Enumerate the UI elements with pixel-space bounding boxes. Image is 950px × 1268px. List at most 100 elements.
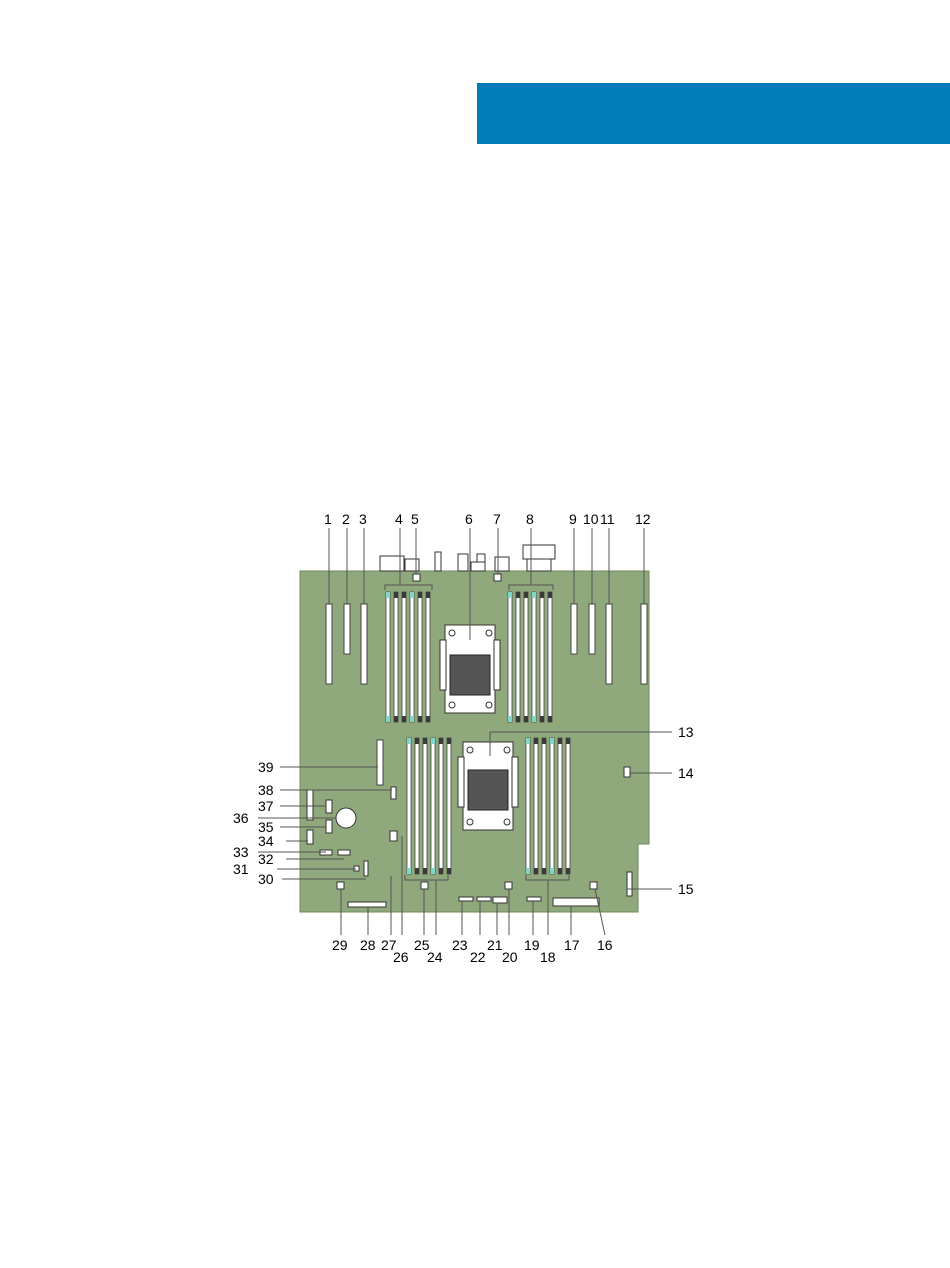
dimm-latch	[415, 868, 419, 874]
callout-35: 35	[258, 819, 274, 835]
fan-connector-5	[413, 574, 420, 581]
dimm-latch	[418, 716, 422, 722]
dimm-slot	[532, 592, 536, 722]
callout-39: 39	[258, 759, 274, 775]
fan-connector-7	[494, 574, 501, 581]
callout-2: 2	[342, 511, 350, 527]
slot-1	[326, 604, 332, 684]
dimm-slot	[394, 592, 398, 722]
callout-30: 30	[258, 871, 274, 887]
dimm-slot	[402, 592, 406, 722]
callout-21: 21	[487, 937, 503, 953]
connector-34b	[307, 790, 313, 820]
fan-connector-29	[337, 882, 344, 889]
dimm-latch	[431, 868, 435, 874]
connector-28	[348, 902, 386, 907]
dimm-slot	[447, 738, 451, 874]
dimm-latch	[532, 592, 536, 598]
callout-13: 13	[678, 724, 694, 740]
dimm-slot	[508, 592, 512, 722]
dimm-latch	[410, 716, 414, 722]
dimm-latch	[516, 592, 520, 598]
dimm-slot	[423, 738, 427, 874]
dimm-latch	[526, 738, 530, 744]
fan-connector-25	[421, 882, 428, 889]
dimm-latch	[558, 868, 562, 874]
dimm-latch	[550, 738, 554, 744]
connector-32	[338, 850, 350, 855]
dimm-latch	[386, 592, 390, 598]
callout-1: 1	[324, 511, 332, 527]
dimm-latch	[407, 868, 411, 874]
dimm-latch	[540, 716, 544, 722]
dimm-latch	[386, 716, 390, 722]
dimm-slot	[550, 738, 554, 874]
dimm-latch	[508, 592, 512, 598]
callout-10: 10	[583, 511, 599, 527]
dimm-slot	[386, 592, 390, 722]
dimm-latch	[548, 716, 552, 722]
callout-20: 20	[502, 949, 518, 965]
power-connector-17	[553, 898, 599, 906]
dimm-latch	[566, 738, 570, 744]
callout-28: 28	[360, 937, 376, 953]
callout-33: 33	[233, 844, 249, 860]
connector-23	[459, 897, 473, 901]
dimm-latch	[534, 738, 538, 744]
callout-14: 14	[678, 765, 694, 781]
dimm-slot	[524, 592, 528, 722]
slot-11	[606, 604, 612, 684]
dimm-latch	[516, 716, 520, 722]
slot-10	[589, 604, 595, 654]
dimm-latch	[542, 868, 546, 874]
dimm-slot	[426, 592, 430, 722]
usb-37	[326, 800, 332, 813]
callout-12: 12	[635, 511, 651, 527]
dimm-latch	[566, 868, 570, 874]
dimm-latch	[402, 716, 406, 722]
slot-2	[344, 604, 350, 654]
connector-15	[627, 872, 632, 896]
dimm-latch	[548, 592, 552, 598]
callout-36: 36	[233, 810, 249, 826]
cpu-socket-2	[458, 742, 518, 830]
connector-34	[307, 830, 313, 844]
callout-17: 17	[564, 937, 580, 953]
dimm-latch	[542, 738, 546, 744]
dimm-latch	[426, 716, 430, 722]
dimm-latch	[426, 592, 430, 598]
callout-15: 15	[678, 881, 694, 897]
callout-4: 4	[395, 511, 403, 527]
dimm-latch	[402, 592, 406, 598]
dimm-latch	[447, 738, 451, 744]
fan-connector-20	[505, 882, 512, 889]
dimm-slot	[540, 592, 544, 722]
dimm-slot	[415, 738, 419, 874]
fan-connector-16	[590, 882, 597, 889]
callout-23: 23	[452, 937, 468, 953]
callout-5: 5	[411, 511, 419, 527]
dimm-latch	[418, 592, 422, 598]
dimm-slot	[431, 738, 435, 874]
dimm-latch	[415, 738, 419, 744]
dimm-slot	[542, 738, 546, 874]
dimm-latch	[394, 592, 398, 598]
callout-3: 3	[359, 511, 367, 527]
dimm-latch	[524, 592, 528, 598]
dimm-slot	[516, 592, 520, 722]
callout-34: 34	[258, 833, 274, 849]
callout-27: 27	[381, 937, 397, 953]
connector-30	[364, 861, 368, 876]
dimm-latch	[407, 738, 411, 744]
callout-19: 19	[524, 937, 540, 953]
dimm-slot	[410, 592, 414, 722]
dimm-latch	[431, 738, 435, 744]
dimm-latch	[540, 592, 544, 598]
slot-39	[377, 740, 383, 785]
callout-22: 22	[470, 949, 486, 965]
callout-18: 18	[540, 949, 556, 965]
connector-22	[477, 897, 491, 901]
dimm-slot	[566, 738, 570, 874]
